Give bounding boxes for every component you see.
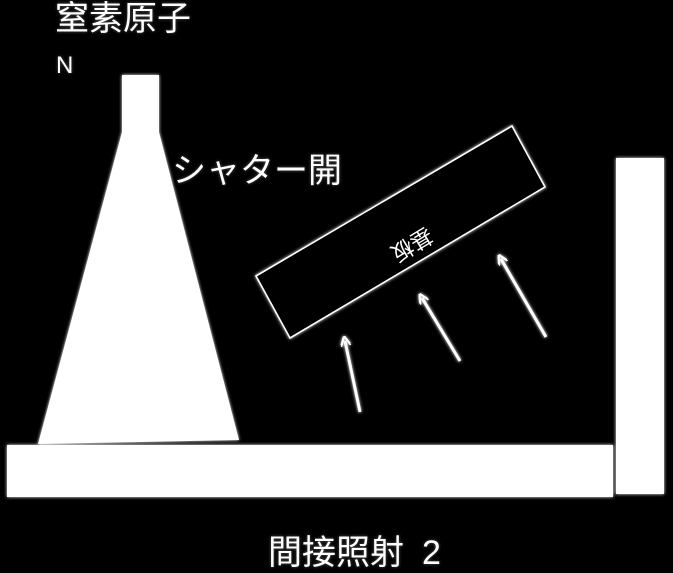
arrow-1 <box>345 341 362 413</box>
arrow-3 <box>501 259 548 338</box>
element-symbol: N <box>56 52 74 79</box>
caption: 間接照射 2 <box>268 536 441 570</box>
reflector-wall <box>616 158 664 494</box>
shutter-open-label: シャター開 <box>172 151 342 191</box>
base-stage <box>7 445 613 497</box>
title-nitrogen-atom: 窒素原子 <box>55 0 191 39</box>
atom-beam-cone <box>38 132 239 444</box>
caption-number: 2 <box>422 534 441 572</box>
substrate-box <box>254 124 547 340</box>
caption-text: 間接照射 <box>268 533 404 573</box>
arrow-2 <box>422 298 462 362</box>
source-nozzle <box>122 75 159 132</box>
